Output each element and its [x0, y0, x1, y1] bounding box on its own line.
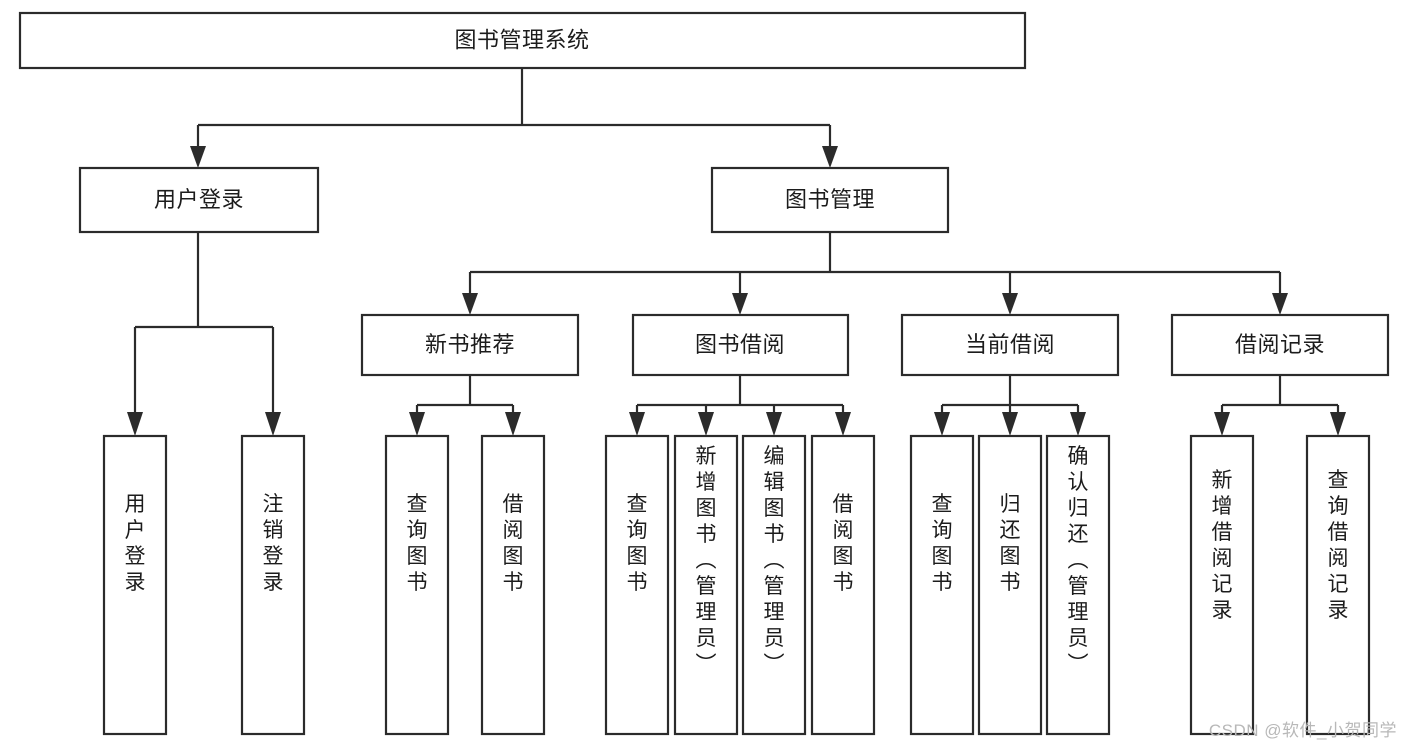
node-current-borrow-label: 当前借阅: [965, 332, 1055, 357]
node-leaf-query-record-box[interactable]: [1305, 434, 1371, 736]
node-leaf-edit-book[interactable]: 编辑图书︵管理员︶: [741, 434, 807, 736]
node-leaf-edit-book-box[interactable]: [741, 434, 807, 736]
node-leaf-query-book-3[interactable]: 查询图书: [909, 434, 975, 736]
node-user-login[interactable]: 用户登录: [78, 166, 320, 234]
node-user-login-label: 用户登录: [154, 187, 244, 212]
node-leaf-confirm-return[interactable]: 确认归还︵管理员︶: [1045, 434, 1111, 736]
node-leaf-add-record[interactable]: 新增借阅记录: [1189, 434, 1255, 736]
node-leaf-borrow-book-1[interactable]: 借阅图书: [480, 434, 546, 736]
node-current-borrow-box[interactable]: [900, 313, 1120, 377]
node-leaf-user-login-label: 用户登录: [125, 493, 146, 594]
node-borrow-record-box[interactable]: [1170, 313, 1390, 377]
node-book-borrow-label: 图书借阅: [695, 332, 785, 357]
node-leaf-query-book-2[interactable]: 查询图书: [604, 434, 670, 736]
node-borrow-record-label: 借阅记录: [1235, 332, 1325, 357]
arrowhead-leaf-borrow-book-2: [835, 412, 851, 436]
arrowhead-leaf-borrow-book-1: [505, 412, 521, 436]
arrowhead-leaf-confirm-return: [1070, 412, 1086, 436]
arrowhead-user-login: [190, 146, 206, 168]
node-leaf-query-book-1-label: 查询图书: [407, 493, 428, 594]
node-leaf-add-record-box[interactable]: [1189, 434, 1255, 736]
node-book-management-box[interactable]: [710, 166, 950, 234]
arrowhead-leaf-return-book: [1002, 412, 1018, 436]
node-root[interactable]: 图书管理系统: [18, 11, 1027, 70]
node-leaf-borrow-book-2-box[interactable]: [810, 434, 876, 736]
node-leaf-borrow-book-2-label: 借阅图书: [833, 493, 854, 594]
arrowhead-book-management: [822, 146, 838, 168]
node-leaf-query-book-2-box[interactable]: [604, 434, 670, 736]
node-leaf-return-book[interactable]: 归还图书: [977, 434, 1043, 736]
arrowhead-leaf-user-login: [127, 412, 143, 436]
arrowhead-leaf-query-record: [1330, 412, 1346, 436]
node-current-borrow[interactable]: 当前借阅: [900, 313, 1120, 377]
arrowhead-new-book-recommend: [462, 293, 478, 315]
node-leaf-add-book[interactable]: 新增图书︵管理员︶: [673, 434, 739, 736]
node-leaf-query-record[interactable]: 查询借阅记录: [1305, 434, 1371, 736]
arrowhead-borrow-record: [1272, 293, 1288, 315]
node-book-borrow[interactable]: 图书借阅: [631, 313, 850, 377]
node-leaf-confirm-return-box[interactable]: [1045, 434, 1111, 736]
node-root-box[interactable]: [18, 11, 1027, 70]
node-leaf-query-book-3-label: 查询图书: [932, 493, 953, 594]
node-book-management-label: 图书管理: [785, 187, 875, 212]
arrowhead-leaf-add-record: [1214, 412, 1230, 436]
connector-layer: [127, 68, 1346, 436]
node-leaf-borrow-book-1-box[interactable]: [480, 434, 546, 736]
node-leaf-edit-book-label: 编辑图书︵管理员︶: [764, 445, 785, 676]
node-root-label: 图书管理系统: [454, 27, 589, 52]
node-leaf-add-book-box[interactable]: [673, 434, 739, 736]
node-leaf-user-login-box[interactable]: [102, 434, 168, 736]
node-leaf-query-book-1-box[interactable]: [384, 434, 450, 736]
node-leaf-user-login[interactable]: 用户登录: [102, 434, 168, 736]
arrowhead-leaf-add-book: [698, 412, 714, 436]
node-borrow-record[interactable]: 借阅记录: [1170, 313, 1390, 377]
node-new-book-recommend-box[interactable]: [360, 313, 580, 377]
arrowhead-leaf-edit-book: [766, 412, 782, 436]
arrowhead-leaf-query-book-1: [409, 412, 425, 436]
node-leaf-logout-box[interactable]: [240, 434, 306, 736]
node-leaf-logout[interactable]: 注销登录: [240, 434, 306, 736]
node-leaf-borrow-book-1-label: 借阅图书: [503, 493, 524, 594]
node-leaf-query-book-2-label: 查询图书: [627, 493, 648, 594]
node-leaf-return-book-label: 归还图书: [1000, 493, 1021, 594]
node-book-management[interactable]: 图书管理: [710, 166, 950, 234]
node-leaf-query-record-label: 查询借阅记录: [1328, 469, 1349, 622]
node-leaf-return-book-box[interactable]: [977, 434, 1043, 736]
node-leaf-query-book-1[interactable]: 查询图书: [384, 434, 450, 736]
arrowhead-leaf-query-book-2: [629, 412, 645, 436]
node-user-login-box[interactable]: [78, 166, 320, 234]
node-book-borrow-box[interactable]: [631, 313, 850, 377]
arrowhead-leaf-query-book-3: [934, 412, 950, 436]
arrowhead-leaf-logout: [265, 412, 281, 436]
node-leaf-borrow-book-2[interactable]: 借阅图书: [810, 434, 876, 736]
arrowhead-book-borrow: [732, 293, 748, 315]
node-new-book-recommend[interactable]: 新书推荐: [360, 313, 580, 377]
arrowhead-current-borrow: [1002, 293, 1018, 315]
node-leaf-query-book-3-box[interactable]: [909, 434, 975, 736]
node-leaf-confirm-return-label: 确认归还︵管理员︶: [1068, 445, 1089, 676]
node-leaf-add-record-label: 新增借阅记录: [1212, 469, 1233, 622]
node-leaf-logout-label: 注销登录: [263, 493, 284, 594]
node-new-book-recommend-label: 新书推荐: [425, 332, 515, 357]
node-leaf-add-book-label: 新增图书︵管理员︶: [696, 445, 717, 676]
